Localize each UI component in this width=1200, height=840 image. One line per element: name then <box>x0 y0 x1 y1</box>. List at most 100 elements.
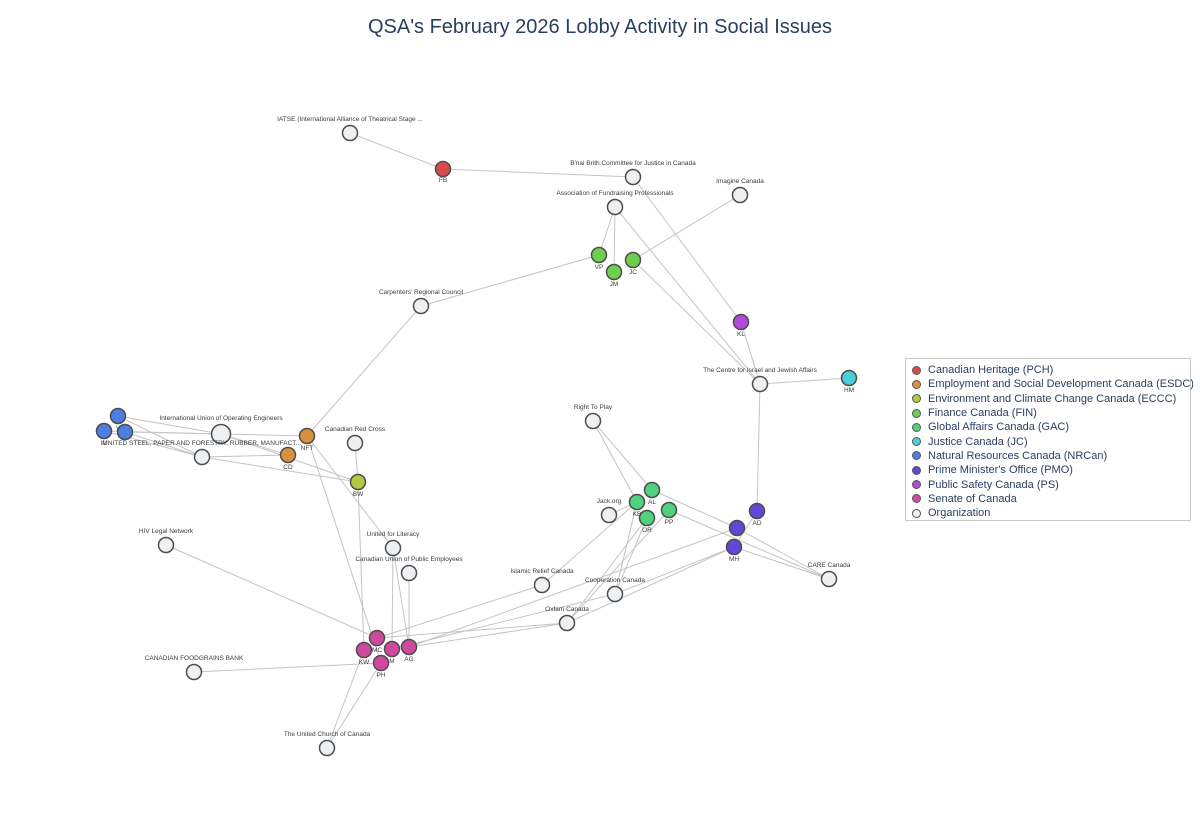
node-al[interactable] <box>643 481 661 499</box>
node-hm[interactable] <box>840 369 858 387</box>
node-label-kw: KW <box>359 659 370 666</box>
node-mh[interactable] <box>725 538 743 556</box>
node-cd[interactable] <box>279 446 297 464</box>
edge-bw-kw <box>357 481 365 651</box>
node-kb[interactable] <box>628 493 646 511</box>
node-label-v: V <box>116 425 121 432</box>
edge-mh-oxf <box>566 546 735 624</box>
edge-usw-cd <box>201 454 289 458</box>
node-iatse[interactable] <box>341 124 359 142</box>
legend-item[interactable]: Prime Minister's Office (PMO) <box>912 463 1184 477</box>
node-label-hiv: HIV Legal Network <box>139 528 194 535</box>
node-jack[interactable] <box>600 506 618 524</box>
legend-swatch-icon <box>912 451 921 461</box>
node-label-pp: PP <box>665 519 674 526</box>
node-ad[interactable] <box>748 502 766 520</box>
node-jc[interactable] <box>624 251 642 269</box>
node-bw[interactable] <box>349 473 367 491</box>
edge-rtp-al <box>592 420 653 491</box>
node-label-im: IM <box>100 440 107 447</box>
edge-kl-cija <box>740 321 761 385</box>
legend-label: Finance Canada (FIN) <box>928 407 1037 420</box>
node-label-jack: Jack.org <box>597 498 622 505</box>
node-ph[interactable] <box>372 654 390 672</box>
node-ufl[interactable] <box>384 539 402 557</box>
node-oxf[interactable] <box>558 614 576 632</box>
legend-label: Canadian Heritage (PCH) <box>928 364 1054 377</box>
edge-cija-hm <box>759 377 850 385</box>
edge-pmo3-ag <box>408 527 738 648</box>
legend-item[interactable]: Senate of Canada <box>912 492 1184 506</box>
node-cupe[interactable] <box>400 564 418 582</box>
node-mc[interactable] <box>368 629 386 647</box>
legend-item[interactable]: Organization <box>912 506 1184 520</box>
edge-afp-cija <box>614 206 761 385</box>
node-label-cija: The Centre for Israel and Jewish Affairs <box>703 367 817 374</box>
node-label-mh: MH <box>729 556 739 563</box>
node-pp[interactable] <box>660 501 678 519</box>
legend-label: Justice Canada (JC) <box>928 435 1028 448</box>
node-v[interactable] <box>109 407 127 425</box>
node-coop[interactable] <box>606 585 624 603</box>
node-vp[interactable] <box>590 246 608 264</box>
node-ag[interactable] <box>400 638 418 656</box>
node-or[interactable] <box>638 509 656 527</box>
legend-item[interactable]: Canadian Heritage (PCH) <box>912 363 1184 377</box>
node-care[interactable] <box>820 570 838 588</box>
legend-swatch-icon <box>912 437 921 447</box>
node-rtp[interactable] <box>584 412 602 430</box>
node-hiv[interactable] <box>157 536 175 554</box>
node-im[interactable] <box>95 422 113 440</box>
node-pmo3[interactable] <box>728 519 746 537</box>
node-label-coop: Cooperation Canada <box>585 577 645 584</box>
legend-item[interactable]: Employment and Social Development Canada… <box>912 377 1194 391</box>
edge-rtp-kb <box>592 420 638 503</box>
edge-hiv-mc <box>165 544 378 639</box>
node-cija[interactable] <box>751 375 769 393</box>
edge-carp-nft <box>306 305 422 437</box>
node-label-mc: MC <box>372 647 382 654</box>
node-label-cupe: Canadian Union of Public Employees <box>355 556 463 563</box>
edge-kb-coop <box>614 501 638 595</box>
node-label-cfgb: CANADIAN FOODGRAINS BANK <box>145 655 244 662</box>
legend-item[interactable]: Environment and Climate Change Canada (E… <box>912 392 1184 406</box>
edge-imag-jc <box>632 194 741 261</box>
legend-item[interactable]: Justice Canada (JC) <box>912 434 1184 448</box>
node-fb[interactable] <box>434 160 452 178</box>
legend-item[interactable]: Public Safety Canada (PS) <box>912 477 1184 491</box>
node-irc[interactable] <box>533 576 551 594</box>
edge-mh-care <box>733 546 830 580</box>
node-cfgb[interactable] <box>185 663 203 681</box>
node-crc[interactable] <box>346 434 364 452</box>
node-nr3[interactable] <box>116 423 134 441</box>
node-carp[interactable] <box>412 297 430 315</box>
legend[interactable]: Canadian Heritage (PCH)Employment and So… <box>905 358 1194 521</box>
node-label-hm: HM <box>844 387 854 394</box>
node-label-carp: Carpenters' Regional Council <box>379 289 464 296</box>
node-label-al: AL <box>648 499 656 506</box>
node-kl[interactable] <box>732 313 750 331</box>
edge-or-oxf <box>566 517 648 624</box>
node-label-ufl: United for Literacy <box>367 531 420 538</box>
legend-swatch-icon <box>912 494 921 504</box>
node-imag[interactable] <box>731 186 749 204</box>
legend-item[interactable]: Global Affairs Canada (GAC) <box>912 420 1184 434</box>
node-label-usw: UNITED STEEL, PAPER AND FORESTRY, RUBBER… <box>103 440 301 447</box>
node-m[interactable] <box>383 640 401 658</box>
node-label-irc: Islamic Relief Canada <box>510 568 574 575</box>
legend-swatch-icon <box>912 422 921 432</box>
node-label-oxf: Oxfam Canada <box>545 606 589 613</box>
node-bnai[interactable] <box>624 168 642 186</box>
legend-item[interactable]: Finance Canada (FIN) <box>912 406 1184 420</box>
node-jm[interactable] <box>605 263 623 281</box>
node-ucc[interactable] <box>318 739 336 757</box>
node-afp[interactable] <box>606 198 624 216</box>
node-iuoe[interactable] <box>210 423 232 445</box>
node-usw[interactable] <box>193 448 211 466</box>
legend-label: Organization <box>928 507 991 520</box>
edge-kb-irc <box>541 501 638 586</box>
legend-item[interactable]: Natural Resources Canada (NRCan) <box>912 449 1184 463</box>
node-nft[interactable] <box>298 427 316 445</box>
edge-cfgb-ph <box>193 662 382 673</box>
node-kw[interactable] <box>355 641 373 659</box>
